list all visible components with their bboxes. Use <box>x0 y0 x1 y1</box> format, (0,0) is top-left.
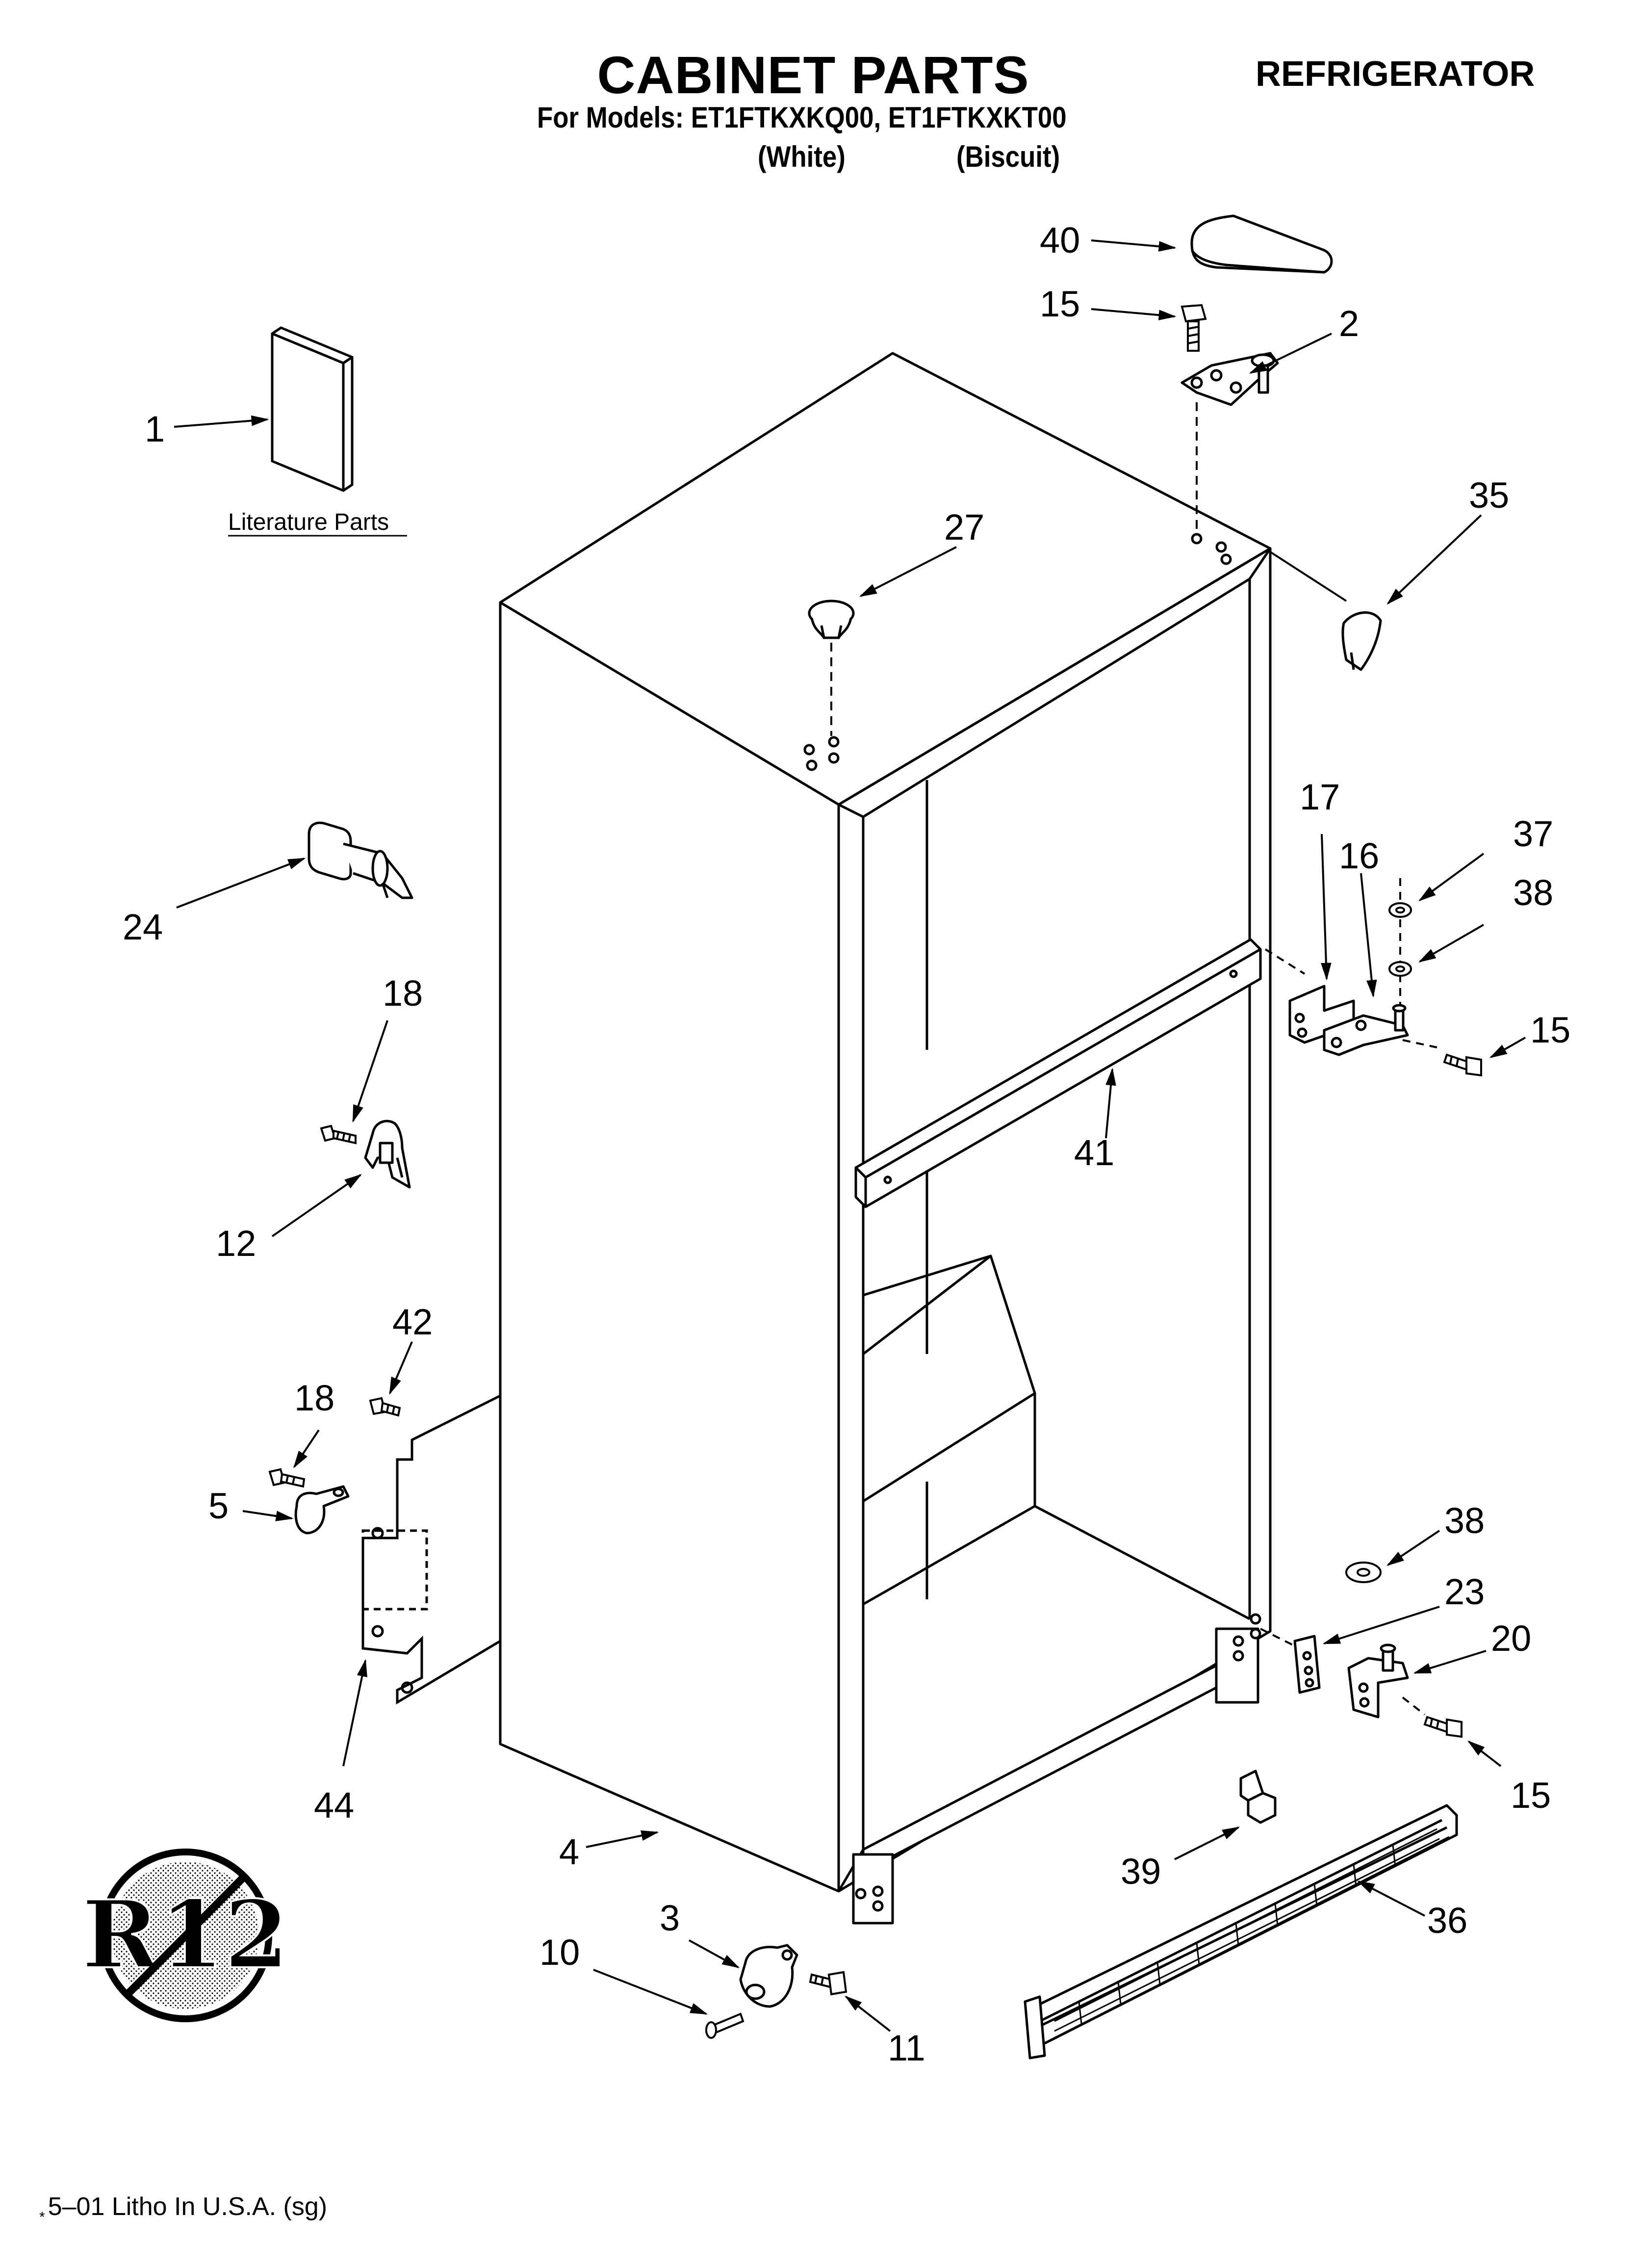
callout-37: 37 <box>1513 813 1553 854</box>
bottom-hinge-shim <box>1293 1635 1321 1694</box>
hinge-screw-center <box>1443 1053 1482 1077</box>
drain-tube-part <box>308 821 413 899</box>
callout-20: 20 <box>1491 1618 1531 1659</box>
bottom-hinge-mount-line <box>1260 1628 1295 1647</box>
hinge-cap <box>1341 611 1382 671</box>
callout-27: 27 <box>944 507 984 547</box>
color-white-label: (White) <box>758 140 846 173</box>
callout-3: 3 <box>660 1898 680 1938</box>
callout-labels: 1 2 3 4 5 10 11 12 15 15 15 16 17 18 18 … <box>123 220 1570 2068</box>
callout-5: 5 <box>208 1486 229 1526</box>
footer-mark: * <box>39 2209 45 2225</box>
bracket-screw <box>369 1397 401 1417</box>
page-title-text: CABINET PARTS <box>597 45 1029 104</box>
wire-clamp-upper <box>364 1120 411 1189</box>
hinge-screw-bottom <box>1423 1716 1462 1738</box>
callout-16: 16 <box>1339 835 1379 876</box>
callout-17: 17 <box>1300 777 1340 817</box>
leveling-bracket <box>739 1944 798 2008</box>
callout-39: 39 <box>1121 1851 1161 1892</box>
callout-24: 24 <box>123 907 163 947</box>
center-hinge <box>1323 1004 1409 1056</box>
base-grille <box>1024 1804 1458 2059</box>
callout-38-upper: 38 <box>1513 872 1553 913</box>
callout-36: 36 <box>1427 1900 1467 1941</box>
callout-41: 41 <box>1074 1132 1114 1173</box>
plug-button <box>808 600 855 639</box>
callout-15-center: 15 <box>1530 1010 1570 1050</box>
grille-clip <box>1239 1770 1277 1824</box>
footer-text: 5–01 Litho In U.S.A. (sg) <box>48 2192 328 2221</box>
literature-parts-label: Literature Parts <box>228 509 389 535</box>
callout-15-bottom: 15 <box>1511 1775 1551 1816</box>
back-panel-with-bracket <box>361 1394 502 1705</box>
color-biscuit-label: (Biscuit) <box>956 140 1060 173</box>
callout-23: 23 <box>1444 1571 1485 1612</box>
hinge-screw-top <box>1180 304 1207 352</box>
leveling-pin <box>705 2012 744 2039</box>
top-hinge <box>1180 352 1279 406</box>
callout-2: 2 <box>1339 303 1359 344</box>
callout-1: 1 <box>145 409 165 449</box>
literature-booklet <box>271 326 354 492</box>
callout-18-upper: 18 <box>383 973 423 1014</box>
callout-15-top: 15 <box>1040 284 1080 324</box>
appliance-type: REFRIGERATOR <box>1256 54 1535 94</box>
callout-4: 4 <box>559 1831 579 1872</box>
top-hinge-cover <box>1190 214 1333 274</box>
bottom-hinge <box>1347 1643 1409 1719</box>
model-numbers: For Models: ET1FTKXKQ00, ET1FTKXKT00 <box>537 101 1067 134</box>
callout-10: 10 <box>539 1932 580 1973</box>
no-r12-symbol: R12 <box>81 1849 290 2022</box>
print-footer: *5–01 Litho In U.S.A. (sg) <box>39 2192 327 2226</box>
bottom-screw-line <box>1402 1696 1426 1716</box>
hinge-cap-lead-line <box>1269 551 1347 602</box>
cabinet-divider-bar <box>854 938 1262 1208</box>
hinge-screw-line <box>1402 1039 1437 1048</box>
hinge-mount-line <box>1264 948 1306 975</box>
wire-clamp-lower <box>294 1485 350 1535</box>
callout-42: 42 <box>392 1302 433 1342</box>
hinge-washers <box>1345 902 1412 1583</box>
page-title: CABINET PARTS <box>0 44 1642 105</box>
callout-12: 12 <box>216 1223 256 1264</box>
callout-18-lower: 18 <box>294 1378 334 1418</box>
clamp-screw-upper <box>320 1124 357 1145</box>
callout-44: 44 <box>314 1785 354 1825</box>
leveling-screw <box>809 1971 847 1996</box>
callout-11: 11 <box>888 2028 925 2068</box>
callout-40: 40 <box>1040 220 1080 261</box>
callout-38-lower: 38 <box>1444 1500 1485 1541</box>
clamp-screw-lower <box>268 1468 306 1488</box>
callout-35: 35 <box>1469 475 1509 516</box>
cabinet <box>499 352 1272 1925</box>
callout-leader-lines <box>174 239 1526 2032</box>
